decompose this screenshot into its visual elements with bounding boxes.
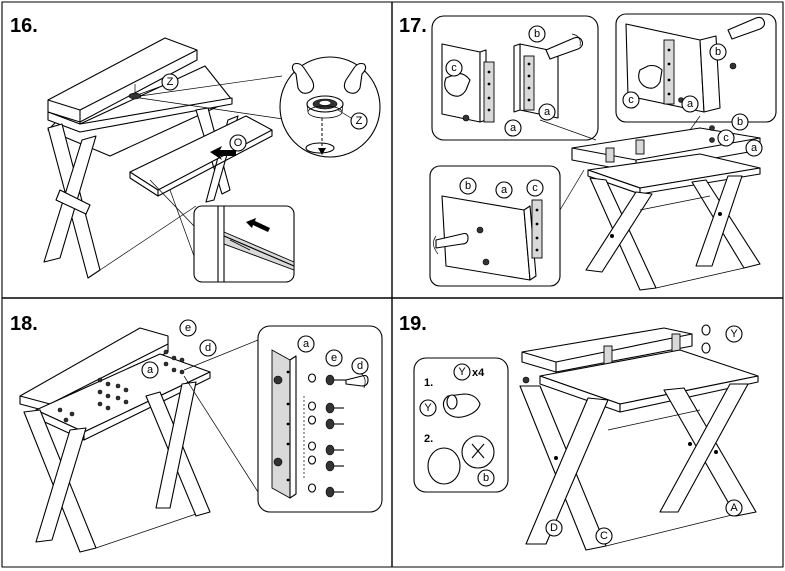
- label-a: a: [751, 142, 758, 154]
- label-c-circle: [717, 129, 735, 147]
- screwdriver-icon: [545, 36, 584, 60]
- grommet-icon: [128, 92, 142, 100]
- step-17-number: 17.: [399, 15, 427, 37]
- slide-rail-detail: [149, 179, 295, 283]
- label-a-circle: [495, 181, 513, 199]
- label-z-bottom: Z: [356, 115, 363, 127]
- screwdriver-icon: [345, 374, 369, 387]
- label-b-circle: [528, 25, 546, 43]
- grommet-detail-callout: Z: [279, 56, 381, 158]
- step-16-panel: 16. Z: [10, 15, 381, 283]
- label-b: b: [715, 46, 721, 58]
- quantity-x4: x4: [472, 367, 485, 379]
- label-b-circle: [731, 113, 749, 131]
- label-c-circle: [526, 179, 544, 197]
- label-e-circle: [325, 349, 343, 367]
- push-arrow-icon: [210, 146, 236, 160]
- label-e: e: [331, 352, 337, 364]
- bracket-detail-top-right: b c a: [615, 13, 777, 123]
- label-a-leg: A: [730, 502, 738, 514]
- label-a: a: [687, 98, 694, 110]
- bracket-detail-top-left: b c a a: [431, 15, 599, 141]
- desk-illustration: [43, 37, 273, 279]
- step-19-panel: 19. 1. Y x4 Y 2. b: [399, 313, 759, 551]
- substep-1-label: 1.: [424, 377, 433, 389]
- label-o: O: [234, 137, 243, 149]
- label-d: d: [205, 342, 211, 354]
- label-b-circle: [709, 43, 727, 61]
- label-c-leg-circle: [595, 527, 613, 545]
- label-e-circle: [179, 319, 197, 337]
- screw-cluster: [57, 349, 185, 423]
- label-a: a: [510, 122, 517, 134]
- desk-illustration: b c a: [539, 113, 763, 291]
- label-y-top-circle: [725, 325, 743, 343]
- cap-disc: [427, 447, 461, 485]
- label-a-circle: [681, 95, 699, 113]
- desk-illustration: e d a: [19, 319, 259, 553]
- label-z-top-circle: [161, 73, 179, 91]
- label-y-top: Y: [730, 328, 738, 340]
- label-a: a: [501, 184, 508, 196]
- label-a2: a: [544, 106, 551, 118]
- label-a-circle: [745, 139, 763, 157]
- hand-icon: [444, 73, 471, 97]
- label-a-circle: [504, 119, 522, 137]
- label-d: d: [357, 360, 363, 372]
- step-19-number: 19.: [399, 313, 427, 335]
- label-e: e: [185, 322, 191, 334]
- label-b: b: [483, 472, 489, 484]
- label-z-top: Z: [167, 76, 174, 88]
- label-a: a: [303, 338, 310, 350]
- label-b: b: [534, 28, 540, 40]
- step-18-panel: 18.: [10, 313, 383, 553]
- label-c: c: [723, 132, 729, 144]
- label-c: c: [532, 182, 538, 194]
- label-c: c: [628, 94, 634, 106]
- hardware-detail-callout: a e d: [257, 325, 383, 513]
- label-d-leg: D: [550, 522, 558, 534]
- label-y: Y: [424, 402, 432, 414]
- desk-illustration: Y A C D: [519, 324, 759, 551]
- label-o-circle: [229, 134, 247, 152]
- screwdriver-icon: [727, 16, 766, 40]
- cross-icon: [471, 443, 485, 459]
- label-d-circle: [351, 357, 369, 375]
- screw-icon: [325, 374, 346, 498]
- label-a-circle: [141, 361, 159, 379]
- label-z-bottom-circle: [350, 112, 368, 130]
- label-a2-circle: [538, 103, 556, 121]
- label-c-circle: [445, 59, 463, 77]
- substep-2-label: 2.: [424, 433, 433, 445]
- label-y-count: Y: [458, 366, 466, 378]
- label-b-circle: [459, 177, 477, 195]
- label-y-count-circle: [453, 363, 471, 381]
- label-y-circle: [419, 399, 437, 417]
- label-b: b: [737, 116, 743, 128]
- label-d-circle: [199, 339, 217, 357]
- label-a: a: [147, 364, 154, 376]
- screwdriver-icon: [435, 232, 469, 249]
- label-b-circle: [477, 469, 495, 487]
- bracket-detail-bottom-left: b a c: [429, 165, 561, 287]
- label-c: c: [451, 62, 457, 74]
- cap-hole-circle: [461, 435, 495, 469]
- label-a-circle: [297, 335, 315, 353]
- step-17-panel: 17. b c a a: [399, 13, 777, 291]
- step-16-number: 16.: [10, 15, 38, 37]
- slide-arrow-icon: [246, 218, 270, 232]
- step-18-number: 18.: [10, 313, 38, 335]
- label-d-leg-circle: [545, 519, 563, 537]
- label-c-circle: [622, 91, 640, 109]
- label-c-leg: C: [600, 530, 608, 542]
- label-b: b: [465, 180, 471, 192]
- label-a-leg-circle: [725, 499, 743, 517]
- cap-instruction-box: 1. Y x4 Y 2. b: [413, 357, 509, 493]
